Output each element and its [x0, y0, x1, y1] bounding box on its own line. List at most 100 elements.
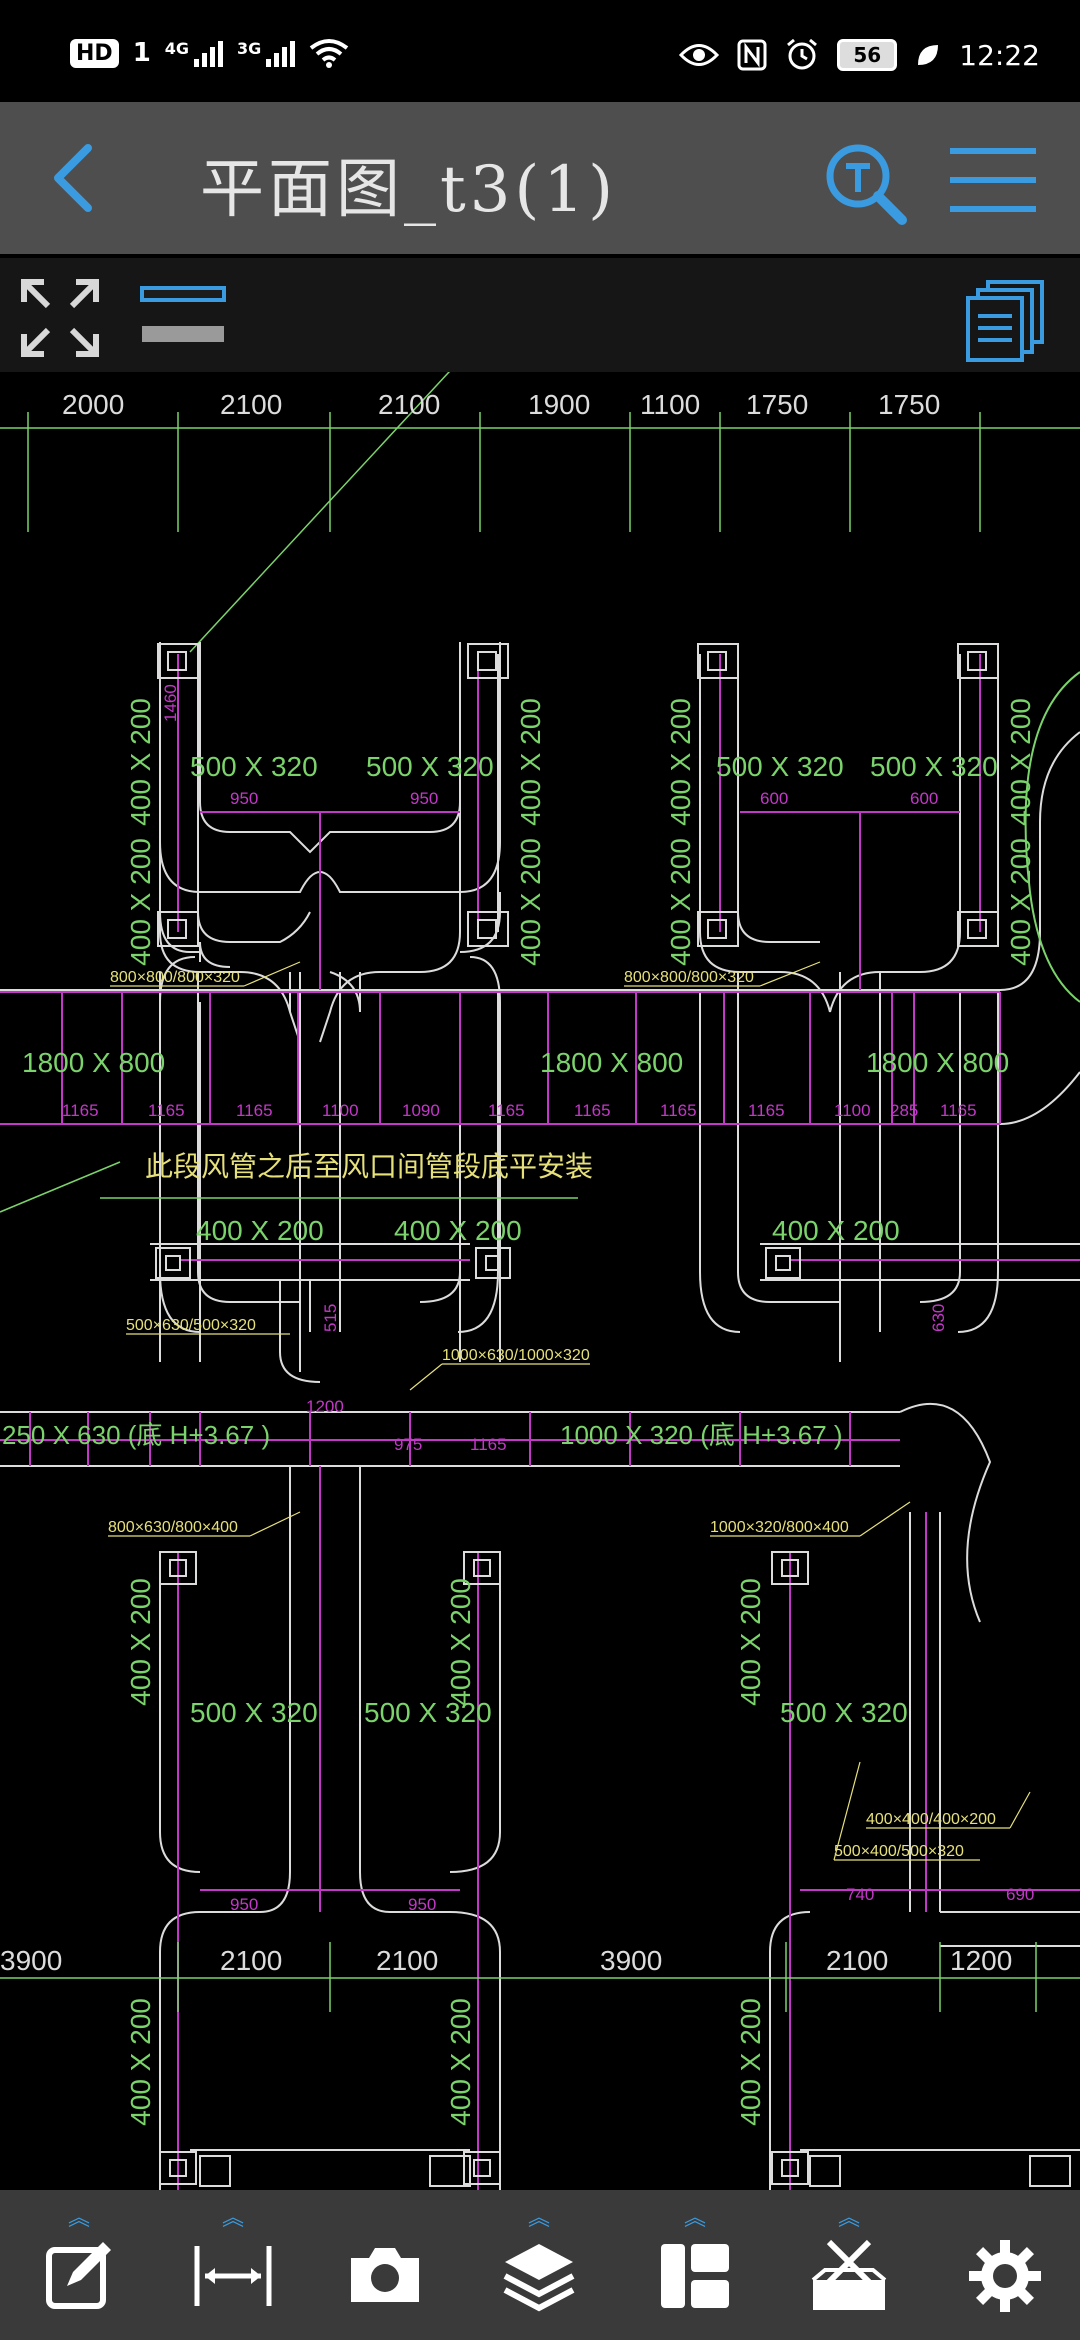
signal-4g-icon: 4G: [164, 39, 224, 67]
small-dim: 975: [394, 1435, 422, 1454]
top-dim-label: 2100: [220, 389, 282, 420]
back-arrow-icon[interactable]: [40, 138, 110, 218]
small-dim: 515: [321, 1304, 340, 1332]
documents-icon[interactable]: [966, 278, 1046, 362]
duct-callout: 800×800/800×320: [624, 969, 754, 986]
bottom-toolbar: ︽ ︽ ︽ ︽ ︽: [0, 2190, 1080, 2340]
bottom-dim-label: 2100: [376, 1945, 438, 1976]
top-dimension-labels: 2000 2100 2100 1900 1100 1750 1750: [62, 389, 940, 420]
bottom-dim-label: 3900: [600, 1945, 662, 1976]
caret-up-icon: ︽: [527, 2206, 550, 2231]
bottom-dim-label: 2100: [220, 1945, 282, 1976]
pink-dim: 1165: [574, 1101, 611, 1120]
size-label: 400 X 200: [515, 838, 546, 966]
bottom-dimension-labels: 3900 2100 2100 3900 2100 1200: [0, 1945, 1012, 1976]
size-label: 400 X 200: [665, 838, 696, 966]
eye-icon: [679, 44, 720, 66]
nfc-icon: [737, 39, 767, 71]
hd-badge: HD: [70, 38, 119, 68]
size-label: 400 X 200: [125, 1578, 156, 1706]
camera-button[interactable]: [330, 2210, 440, 2330]
size-label: 500 X 320: [364, 1697, 492, 1728]
pink-dim: 1165: [660, 1101, 697, 1120]
battery-icon: 56: [837, 39, 898, 71]
settings-gear-icon: [969, 2240, 1041, 2312]
edit-note-icon: [46, 2242, 111, 2309]
size-label: 400 X 200: [735, 1578, 766, 1706]
lower-size-labels: 400 X 200 400 X 200 400 X 200 500 X 320 …: [2, 1215, 908, 2126]
size-label: 400 X 200: [1005, 698, 1036, 826]
duct-callout: 800×630/800×400: [108, 1519, 238, 1536]
duct-callout: 500×630/500×320: [126, 1317, 256, 1334]
size-label: 400 X 200: [394, 1215, 522, 1246]
top-dim-label: 2000: [62, 389, 124, 420]
caret-up-icon: ︽: [221, 2206, 244, 2231]
small-dimension-labels: 950 950 600 600 1460 1200 975 1165 950 9…: [161, 684, 1034, 1914]
toolbox-button[interactable]: ︽: [794, 2206, 904, 2330]
signal-3g-icon: 3G: [237, 39, 296, 67]
pink-dim: 1165: [940, 1101, 977, 1120]
installation-note: 此段风管之后至风口间管段底平安装: [145, 1150, 593, 1183]
hamburger-menu-icon[interactable]: [950, 144, 1036, 216]
size-label: 400 X 200: [445, 1578, 476, 1706]
wifi-icon: [310, 39, 349, 68]
title-bar: 平面图_t3(1): [0, 102, 1080, 254]
cad-drawing-canvas[interactable]: 2000 2100 2100 1900 1100 1750 1750: [0, 372, 1080, 2190]
edit-note-button[interactable]: ︽: [24, 2208, 134, 2330]
size-label: 500 X 320: [190, 751, 318, 782]
duct-callout: 1000×320/800×400: [710, 1519, 849, 1536]
main-duct-label-right: 1000 X 320 (底 H+3.67 ): [560, 1420, 843, 1450]
small-dim: 740: [846, 1885, 874, 1904]
size-label: 1800 X 800: [22, 1047, 165, 1078]
size-label: 400 X 200: [125, 698, 156, 826]
pink-dim: 1100: [834, 1101, 871, 1120]
pink-dim: 1165: [748, 1101, 785, 1120]
bottom-dim-label: 2100: [826, 1945, 888, 1976]
small-dim: 1200: [306, 1397, 344, 1416]
duct-callout: 1000×630/1000×320: [442, 1347, 590, 1364]
search-t-icon[interactable]: [820, 138, 910, 228]
layers-icon: [503, 2244, 575, 2312]
layout-icon: [661, 2244, 729, 2308]
size-label: 500 X 320: [780, 1697, 908, 1728]
measure-icon: [194, 2246, 272, 2306]
size-label: 400 X 200: [125, 838, 156, 966]
pink-dim: 1165: [62, 1101, 99, 1120]
pink-dim: 1165: [236, 1101, 273, 1120]
size-label: 400 X 200: [125, 1998, 156, 2126]
size-label: 400 X 200: [196, 1215, 324, 1246]
sim-indicator: 1: [132, 38, 151, 68]
top-dim-label: 1750: [746, 389, 808, 420]
size-label: 500 X 320: [716, 751, 844, 782]
signal-4g-label: 4G: [164, 39, 190, 58]
size-label: 400 X 200: [772, 1215, 900, 1246]
layers-toggle-icon[interactable]: [140, 282, 226, 352]
duct-callout: 400×400/400×200: [866, 1811, 996, 1828]
measure-button[interactable]: ︽: [178, 2206, 288, 2330]
size-label: 500 X 320: [870, 751, 998, 782]
size-label: 1800 X 800: [540, 1047, 683, 1078]
size-label: 400 X 200: [445, 1998, 476, 2126]
layers-button[interactable]: ︽: [484, 2206, 594, 2330]
caret-up-icon: ︽: [837, 2206, 860, 2231]
size-label: 1800 X 800: [866, 1047, 1009, 1078]
view-toolbar: [0, 258, 1080, 372]
settings-button[interactable]: [950, 2210, 1060, 2330]
small-dim: 600: [760, 789, 788, 808]
expand-icon[interactable]: [20, 278, 100, 358]
small-dim: 950: [230, 789, 258, 808]
main-duct-label-left: 250 X 630 (底 H+3.67 ): [2, 1420, 270, 1450]
duct-callout: 500×400/500×320: [834, 1843, 964, 1860]
pink-dim: 1165: [488, 1101, 525, 1120]
status-right: 56 12:22: [679, 38, 1040, 72]
duct-network: [0, 643, 1080, 1372]
small-dim: 600: [910, 789, 938, 808]
layout-button[interactable]: ︽: [640, 2208, 750, 2330]
small-dim: 950: [410, 789, 438, 808]
status-left: HD 1 4G 3G: [70, 38, 349, 68]
signal-3g-label: 3G: [237, 39, 262, 58]
pink-dim: 285: [890, 1101, 918, 1120]
size-label: 400 X 200: [1005, 838, 1036, 966]
top-dim-label: 2100: [378, 389, 440, 420]
small-dim: 690: [1006, 1885, 1034, 1904]
